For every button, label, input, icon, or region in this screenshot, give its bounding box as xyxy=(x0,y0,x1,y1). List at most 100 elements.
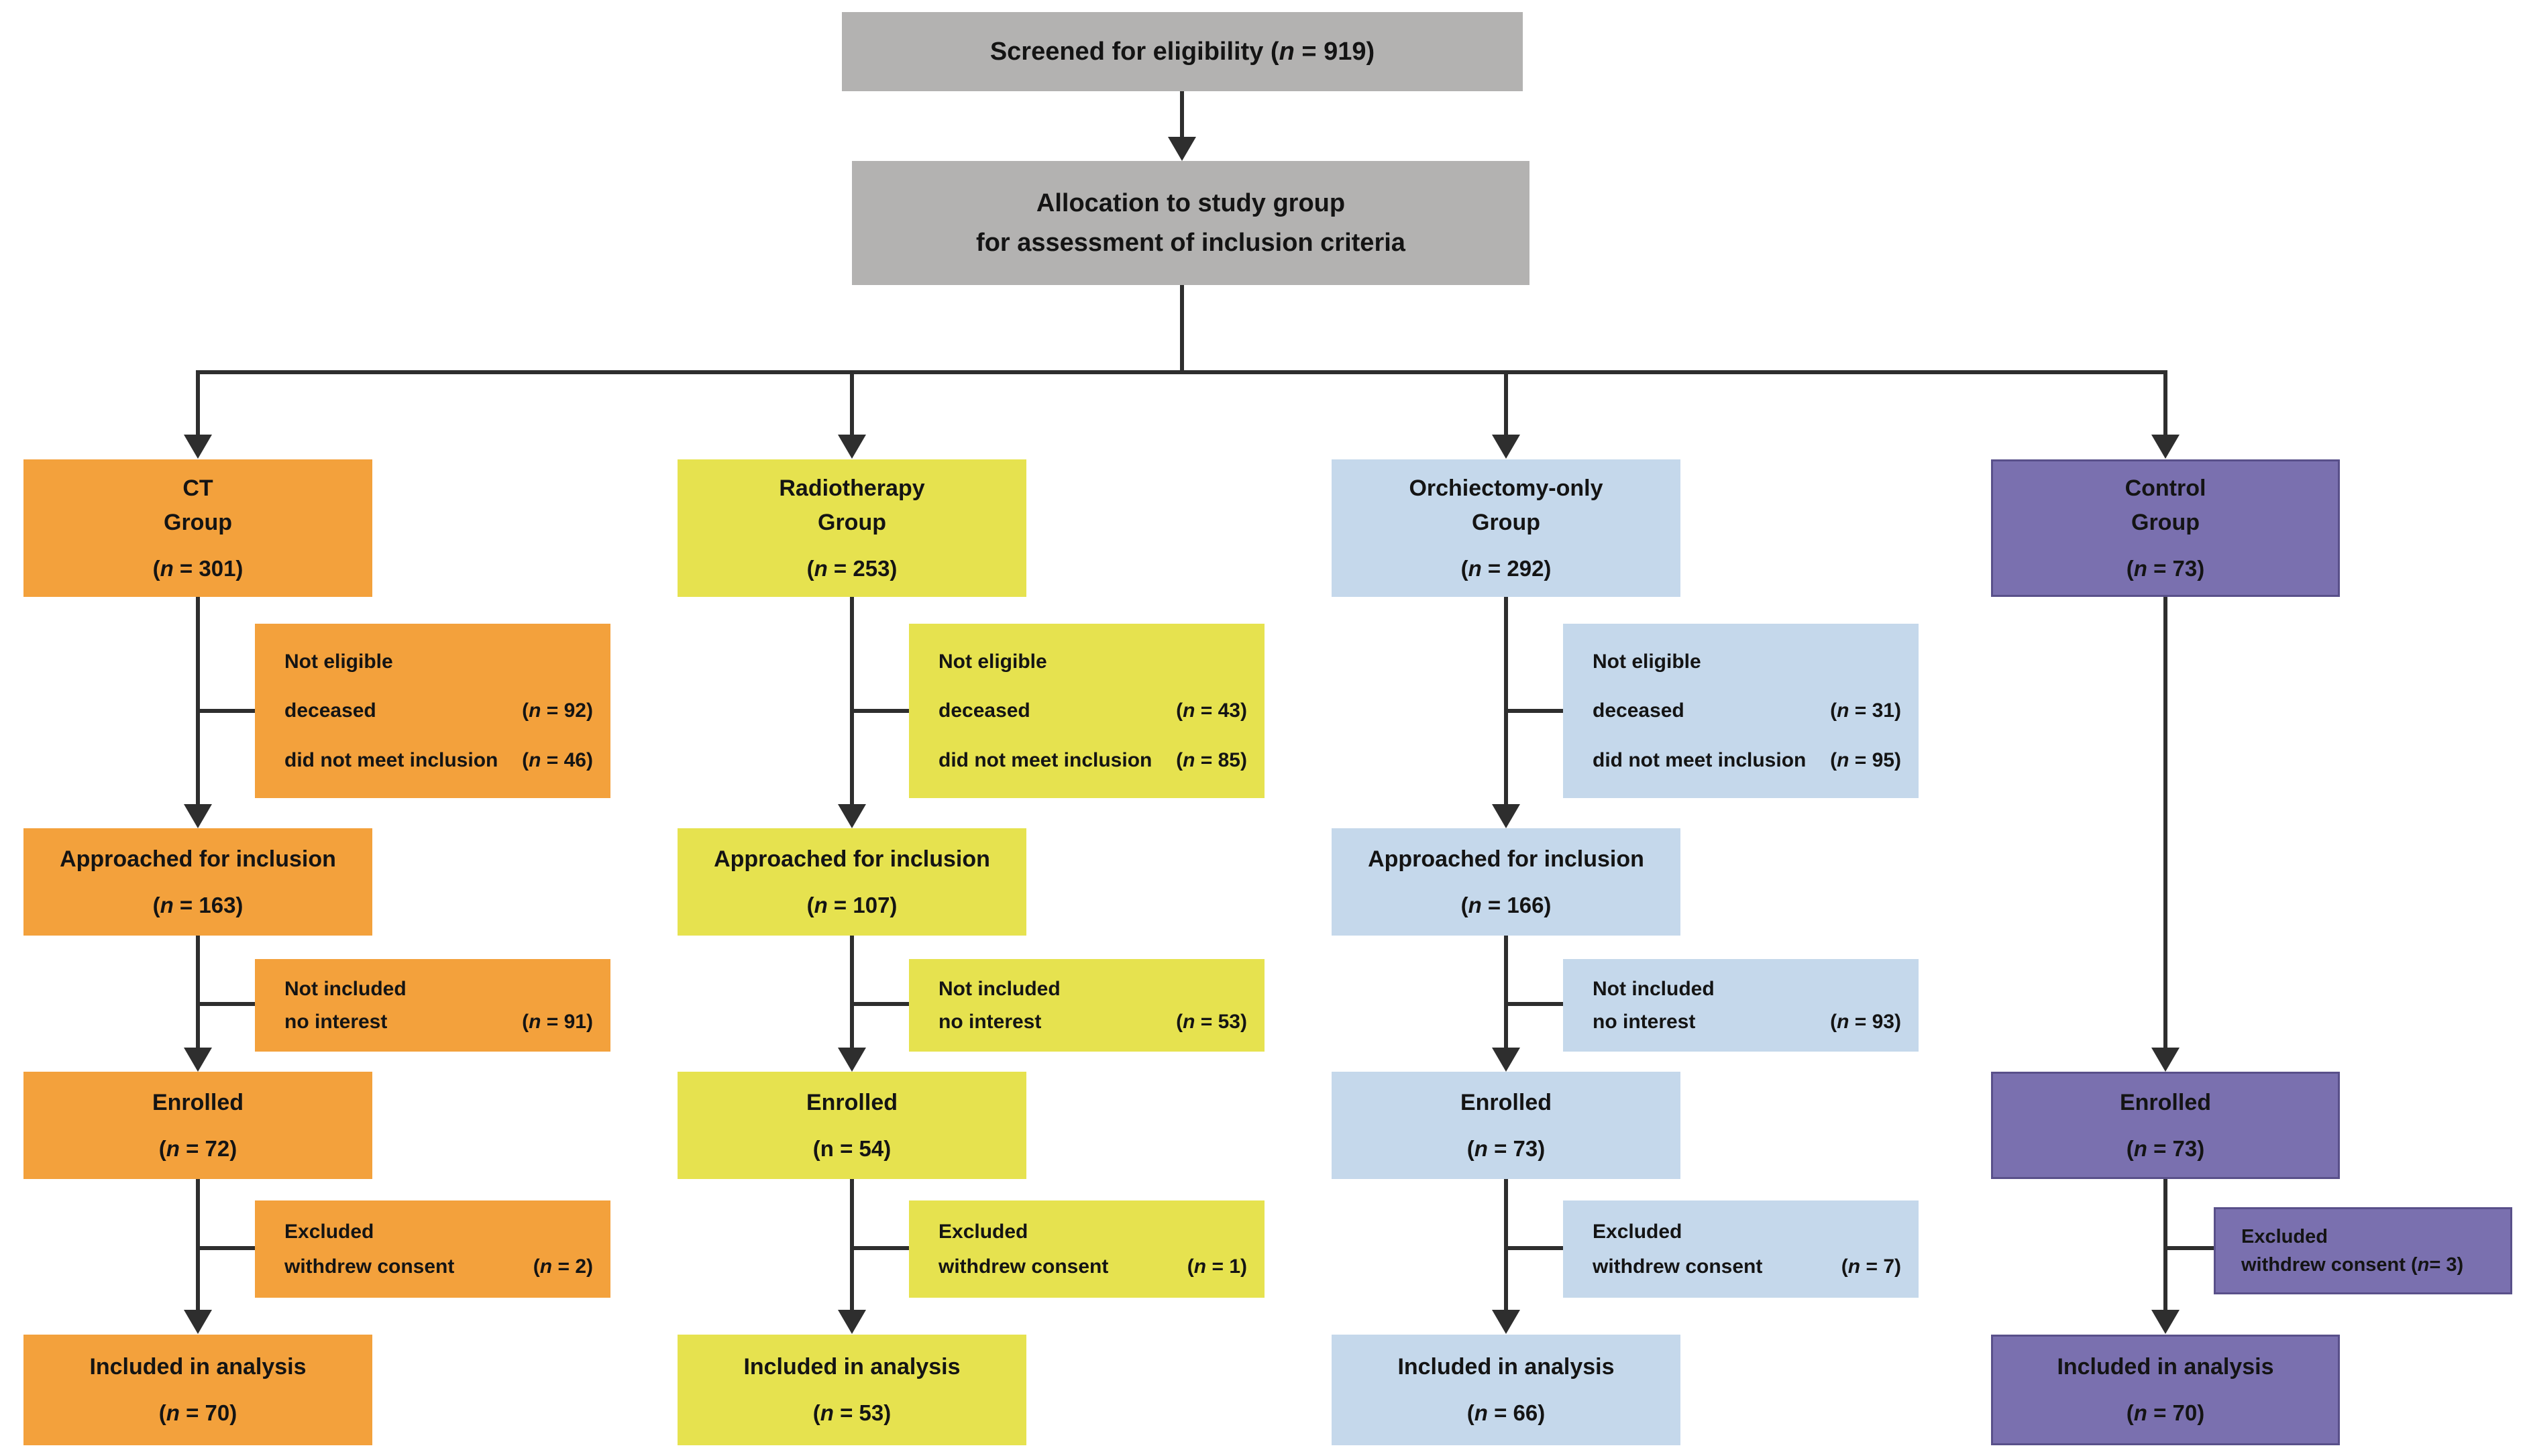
radiotherapy-enrolled-box: Enrolled (n = 54) xyxy=(678,1072,1026,1179)
reason-label: no interest xyxy=(1593,1010,1696,1033)
orchiectomy-not-included-box: Not included no interest (n = 93) xyxy=(1563,959,1919,1052)
connector-line xyxy=(1504,936,1508,1048)
branch-line xyxy=(2165,1246,2220,1250)
ct-enrolled-box: Enrolled (n = 72) xyxy=(23,1072,372,1179)
stage-label: Approached for inclusion xyxy=(60,846,336,872)
connector-line xyxy=(196,597,200,804)
reason-label: did not meet inclusion xyxy=(1593,748,1807,771)
side-box-row: withdrew consent (n = 1) xyxy=(938,1254,1247,1280)
side-box-title: Excluded xyxy=(2241,1225,2328,1247)
arrowhead-down-icon xyxy=(184,435,212,459)
n-value: (n = 73) xyxy=(2126,1135,2205,1161)
connector-line xyxy=(2163,1179,2167,1310)
group-name-line2: Group xyxy=(2131,509,2200,535)
n-value: (n = 73) xyxy=(1466,1135,1546,1161)
n-value: (n = 7) xyxy=(1841,1255,1901,1278)
ct-group-box: CT Group (n = 301) xyxy=(23,459,372,597)
allocation-line2: for assessment of inclusion criteria xyxy=(976,228,1405,257)
allocation-box: Allocation to study group for assessment… xyxy=(852,161,1529,285)
radiotherapy-excluded-box: Excluded withdrew consent (n = 1) xyxy=(909,1200,1265,1298)
reason-label: withdrew consent xyxy=(1593,1255,1763,1278)
arrowhead-down-icon xyxy=(1492,1310,1520,1334)
arrowhead-down-icon xyxy=(838,804,866,828)
side-box-title: Not included xyxy=(938,977,1061,1000)
side-box-row: did not meet inclusion (n = 85) xyxy=(938,748,1247,773)
stage-label: Enrolled xyxy=(1460,1089,1552,1115)
n-value: (n = 107) xyxy=(806,892,898,917)
n-value: (n = 31) xyxy=(1830,699,1901,722)
n-value: (n = 53) xyxy=(1176,1010,1247,1033)
stage-label: Included in analysis xyxy=(2057,1354,2274,1380)
branch-line xyxy=(852,709,909,713)
branch-line xyxy=(1506,709,1563,713)
n-value: (n = 43) xyxy=(1176,699,1247,722)
control-group-box: Control Group (n = 73) xyxy=(1991,459,2340,597)
ct-approached-box: Approached for inclusion (n = 163) xyxy=(23,828,372,936)
branch-line xyxy=(1506,1246,1563,1250)
n-value: (n = 95) xyxy=(1830,748,1901,771)
control-included-box: Included in analysis (n = 70) xyxy=(1991,1335,2340,1445)
reason-label: no interest xyxy=(938,1010,1042,1033)
side-box-title: Not eligible xyxy=(938,650,1047,673)
n-value: (n = 70) xyxy=(158,1400,237,1426)
group-name-line1: Control xyxy=(2125,475,2206,501)
screened-box: Screened for eligibility (n = 919) xyxy=(842,12,1523,91)
ct-not-eligible-box: Not eligible deceased (n = 92) did not m… xyxy=(255,624,610,798)
branch-line xyxy=(852,1246,909,1250)
radiotherapy-group-box: Radiotherapy Group (n = 253) xyxy=(678,459,1026,597)
connector-line xyxy=(196,936,200,1048)
branch-line xyxy=(198,370,2165,374)
n-value: (n = 85) xyxy=(1176,748,1247,771)
orchiectomy-approached-box: Approached for inclusion (n = 166) xyxy=(1332,828,1680,936)
orchiectomy-enrolled-box: Enrolled (n = 73) xyxy=(1332,1072,1680,1179)
side-box-row: no interest (n = 93) xyxy=(1593,1009,1901,1035)
side-box-row: did not meet inclusion (n = 46) xyxy=(284,748,593,773)
ct-not-included-box: Not included no interest (n = 91) xyxy=(255,959,610,1052)
branch-line xyxy=(198,709,255,713)
arrowhead-down-icon xyxy=(184,1048,212,1072)
connector-line xyxy=(1504,1179,1508,1310)
group-name-line1: Radiotherapy xyxy=(779,475,925,501)
n-value: (n = 163) xyxy=(152,892,244,917)
reason-label: withdrew consent xyxy=(284,1255,455,1278)
control-excluded-box: Excluded withdrew consent (n = 3) xyxy=(2214,1207,2512,1294)
reason-label: no interest xyxy=(284,1010,388,1033)
connector-line xyxy=(850,597,854,804)
n-value: (n = 2) xyxy=(533,1255,593,1278)
side-box-title: Not included xyxy=(1593,977,1715,1000)
side-box-row: withdrew consent (n = 2) xyxy=(284,1254,593,1280)
group-name-line1: CT xyxy=(182,475,213,501)
branch-line xyxy=(198,1246,255,1250)
stage-label: Included in analysis xyxy=(1397,1354,1615,1380)
control-enrolled-box: Enrolled (n = 73) xyxy=(1991,1072,2340,1179)
arrowhead-down-icon xyxy=(1492,435,1520,459)
group-name-line2: Group xyxy=(1472,509,1540,535)
allocation-line1: Allocation to study group xyxy=(1036,188,1346,217)
arrowhead-down-icon xyxy=(838,1310,866,1334)
n-value: (n = 46) xyxy=(522,748,593,771)
group-name-line2: Group xyxy=(818,509,886,535)
side-box-row: no interest (n = 91) xyxy=(284,1009,593,1035)
connector-line xyxy=(850,1179,854,1310)
n-value: (n = 1) xyxy=(1187,1255,1247,1278)
connector-line xyxy=(1504,597,1508,804)
n-value: (n = 72) xyxy=(158,1135,237,1161)
side-box-title: Not eligible xyxy=(284,650,393,673)
group-name-line1: Orchiectomy-only xyxy=(1409,475,1603,501)
radiotherapy-included-box: Included in analysis (n = 53) xyxy=(678,1335,1026,1445)
arrowhead-down-icon xyxy=(2151,1310,2180,1334)
group-n-value: (n = 301) xyxy=(152,555,244,581)
connector-line xyxy=(2163,370,2167,435)
n-value: (n = 92) xyxy=(522,699,593,722)
group-n-value: (n = 253) xyxy=(806,555,898,581)
side-box-row: deceased (n = 43) xyxy=(938,698,1247,724)
orchiectomy-group-box: Orchiectomy-only Group (n = 292) xyxy=(1332,459,1680,597)
arrowhead-down-icon xyxy=(1492,804,1520,828)
radiotherapy-not-eligible-box: Not eligible deceased (n = 43) did not m… xyxy=(909,624,1265,798)
branch-line xyxy=(1506,1002,1563,1006)
arrowhead-down-icon xyxy=(184,1310,212,1334)
reason-label: deceased xyxy=(938,699,1030,722)
arrowhead-down-icon xyxy=(1168,137,1196,161)
n-value: (n = 166) xyxy=(1460,892,1552,917)
connector-line xyxy=(196,370,200,435)
